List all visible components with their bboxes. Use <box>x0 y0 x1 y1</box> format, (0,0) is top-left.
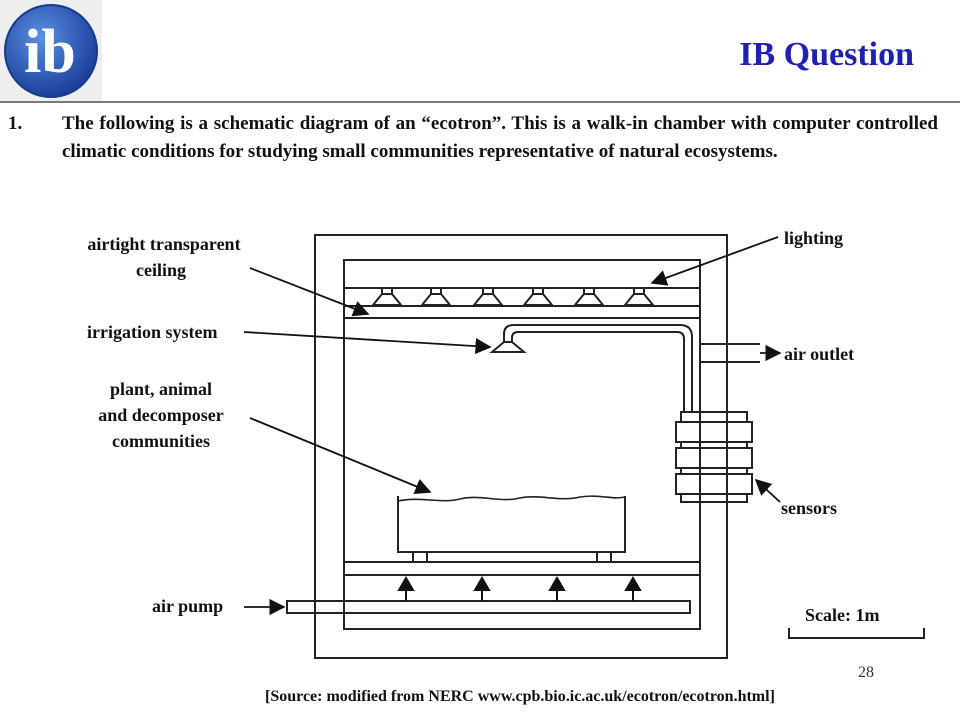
question-text: The following is a schematic diagram of … <box>62 113 938 162</box>
chamber-inner-wall <box>343 259 701 630</box>
label-irrigation: irrigation system <box>87 322 217 342</box>
label-ceiling-line1: airtight transparent <box>87 234 240 254</box>
label-air-outlet: air outlet <box>784 344 854 364</box>
sensors-pointer <box>754 478 781 503</box>
air-pump-pipe <box>286 600 691 614</box>
label-ceiling-line2: ceiling <box>136 260 186 280</box>
header-divider <box>0 101 960 103</box>
question-number: 1. <box>8 113 23 134</box>
label-sensors: sensors <box>781 498 837 518</box>
label-communities-line2: and decomposer <box>98 405 224 425</box>
ceiling-pointer <box>249 267 370 317</box>
ib-logo-graphic: ib <box>4 4 98 98</box>
irrigation-pointer <box>243 331 492 355</box>
label-lighting: lighting <box>784 228 843 248</box>
communities-pointer <box>249 417 432 494</box>
page-number: 28 <box>858 664 874 681</box>
ib-logo: ib <box>0 0 102 102</box>
source-citation: [Source: modified from NERC www.cpb.bio.… <box>265 688 775 705</box>
community-container <box>397 495 626 563</box>
irrigation-pipe <box>489 324 693 412</box>
air-outlet-pipe <box>700 343 760 363</box>
logo-lettering: ib <box>24 18 76 86</box>
air-flow-arrows <box>397 576 642 601</box>
airtight-ceiling <box>344 287 700 319</box>
lighting-fixtures <box>370 288 656 306</box>
scale-bar <box>788 628 925 639</box>
sensor-stack <box>675 411 753 658</box>
page-title: IB Question <box>739 36 914 73</box>
label-scale: Scale: 1m <box>805 605 879 625</box>
label-communities-line3: communities <box>112 431 210 451</box>
lighting-pointer <box>650 236 779 286</box>
label-communities-line1: plant, animal <box>110 379 212 399</box>
floor-grille <box>344 561 700 576</box>
chamber-outer-wall <box>314 234 728 659</box>
label-air-pump: air pump <box>152 596 223 616</box>
